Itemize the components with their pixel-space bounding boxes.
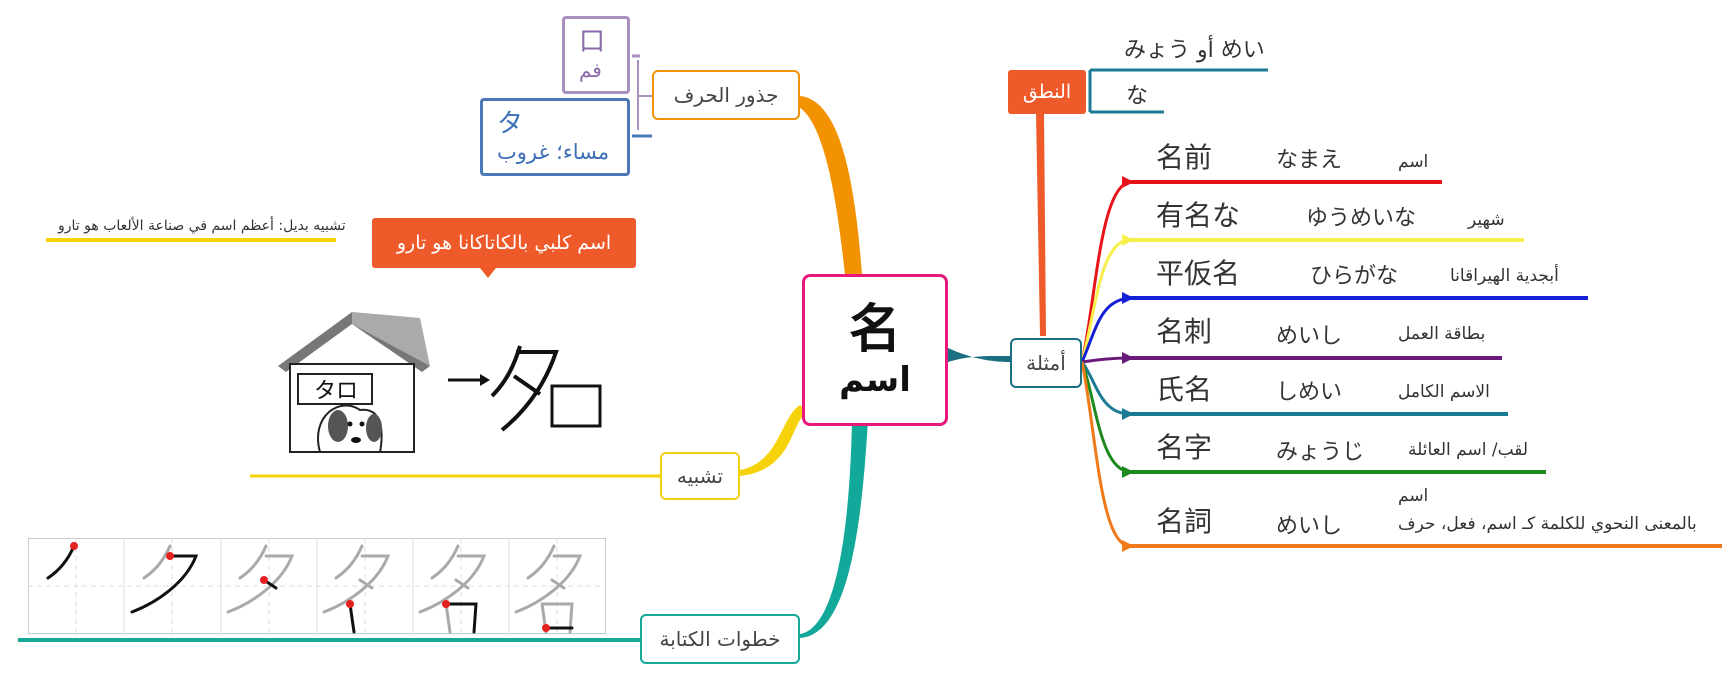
example-word: 名刺 (1156, 315, 1213, 348)
stroke-step-4 (348, 602, 356, 634)
example-word: 氏名 (1156, 373, 1213, 406)
example-reading: しめい (1276, 380, 1343, 405)
example-word: 名字 (1156, 431, 1213, 464)
callout-pointer (480, 268, 496, 278)
radical-evening-glyph: タ (497, 109, 524, 139)
example-meaning: اسم (1398, 486, 1429, 506)
example-reading: めいし (1276, 514, 1343, 539)
radical-evening[interactable]: タ مساء؛ غروب (480, 98, 630, 176)
example-meaning: الاسم الكامل (1398, 382, 1490, 402)
analogy-callout-text: اسم كلبي بالكاتاكانا هو تارو (396, 232, 612, 254)
branch-analogy[interactable]: تشبيه (660, 452, 740, 500)
branch-analogy-link (740, 405, 808, 476)
pronunciation-kun: な (1126, 84, 1149, 109)
center-meaning: اسم (839, 360, 911, 400)
example-reading: めいし (1276, 324, 1343, 349)
branch-examples[interactable]: أمثلة (1010, 338, 1082, 388)
pronunciation-on: めい أو みょう (1124, 38, 1265, 63)
radical-mouth-meaning: فم (579, 58, 602, 82)
example-meaning-detail: بالمعنى النحوي للكلمة كـ اسم، فعل، حرف (1398, 514, 1697, 534)
center-kanji: 名 (848, 300, 901, 360)
center-node[interactable]: 名 اسم (802, 274, 948, 426)
stroke-step-5 (444, 602, 478, 634)
example-reading: ひらがな (1310, 264, 1399, 289)
example-word: 名前 (1156, 141, 1213, 174)
example-word: 有名な (1156, 199, 1241, 232)
example-reading: なまえ (1276, 148, 1343, 173)
pronunciation-label-text: النطق (1022, 81, 1072, 103)
branch-examples-label: أمثلة (1026, 351, 1066, 375)
branch-writing-link (800, 420, 868, 638)
branch-radicals[interactable]: جذور الحرف (652, 70, 800, 120)
example-meaning: بطاقة العمل (1398, 324, 1486, 344)
branch-radicals-label: جذور الحرف (673, 83, 779, 107)
example-reading: みょうじ (1276, 440, 1365, 465)
pronunciation-label[interactable]: النطق (1008, 70, 1086, 114)
stroke-step-2 (130, 554, 199, 614)
pronunciation-pin (1036, 112, 1046, 336)
example-reading: ゆうめいな (1306, 206, 1417, 231)
sign-text: タロ (314, 379, 358, 404)
example-meaning: اسم (1398, 152, 1429, 172)
branch-examples-link (948, 348, 1010, 362)
radical-evening-meaning: مساء؛ غروب (497, 140, 610, 164)
branch-radicals-link (792, 96, 862, 275)
example-meaning: شهير (1468, 210, 1505, 230)
stroke-step-1 (46, 544, 76, 580)
example-meaning: أبجدية الهيراقانا (1450, 266, 1559, 286)
branch-analogy-label: تشبيه (676, 464, 724, 488)
example-word: 平仮名 (1156, 257, 1241, 290)
radical-mouth-glyph: 口 (579, 27, 606, 57)
radical-mouth[interactable]: 口 فم (562, 16, 630, 94)
analogy-alt-note: تشبيه بديل: أعظم اسم في صناعة الألعاب هو… (58, 218, 346, 234)
doghouse-illustration: タロ (278, 312, 602, 453)
branch-writing-steps[interactable]: خطوات الكتابة (640, 614, 800, 664)
analogy-callout: اسم كلبي بالكاتاكانا هو تارو (372, 218, 636, 268)
example-word: 名詞 (1156, 505, 1213, 538)
branch-writing-steps-label: خطوات الكتابة (659, 627, 781, 651)
stroke-order-steps (28, 538, 606, 634)
example-meaning: لقب/ اسم العائلة (1408, 440, 1529, 460)
